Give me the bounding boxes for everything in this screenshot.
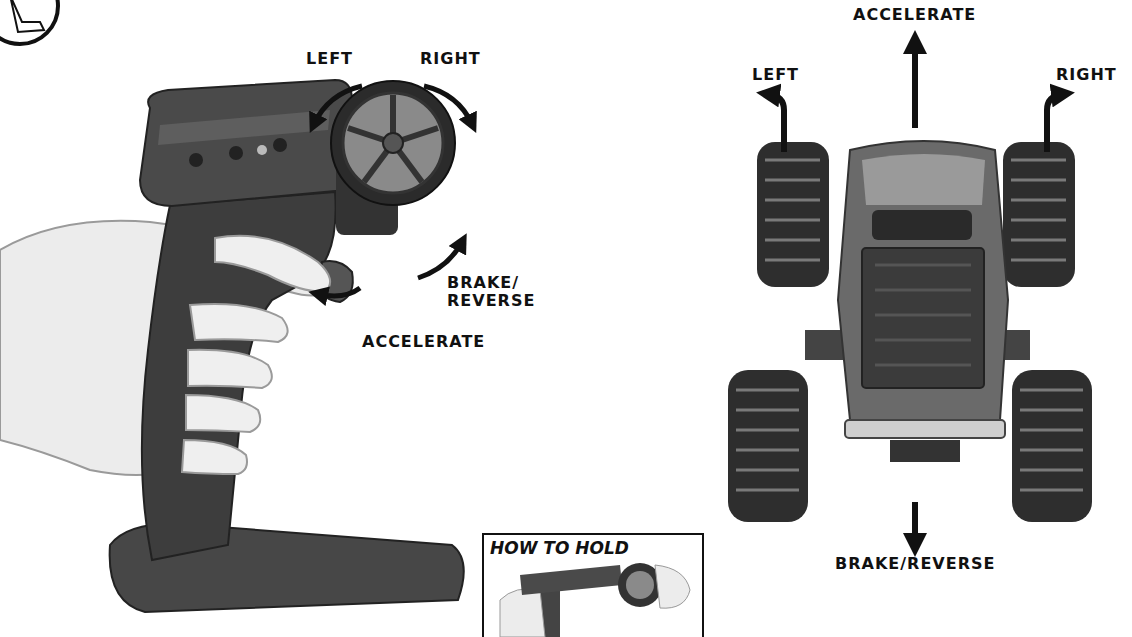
tire bbox=[728, 370, 808, 522]
down-arrow bbox=[912, 502, 918, 545]
direction-label: RIGHT bbox=[1056, 66, 1117, 84]
direction-label: LEFT bbox=[306, 50, 353, 68]
direction-label: LEFT bbox=[752, 66, 799, 84]
hood bbox=[862, 154, 985, 205]
icon-ring bbox=[0, 0, 58, 44]
fingers bbox=[182, 236, 330, 474]
accelerate-arrow bbox=[318, 288, 360, 296]
rear-skid bbox=[890, 440, 960, 462]
panel bbox=[158, 110, 330, 145]
knob bbox=[189, 153, 203, 167]
knob bbox=[273, 138, 287, 152]
thumb bbox=[215, 236, 330, 292]
motion-arrows bbox=[314, 86, 472, 296]
finger bbox=[182, 440, 247, 474]
tread-lines bbox=[1011, 160, 1066, 260]
step-icon bbox=[0, 0, 58, 44]
steering-wheel bbox=[331, 81, 455, 205]
grip bbox=[142, 192, 336, 560]
bumper bbox=[845, 420, 1005, 438]
left-arrow bbox=[314, 86, 362, 124]
inset-hand bbox=[655, 565, 690, 608]
knob bbox=[229, 146, 243, 160]
inset-frame: HOW TO HOLD bbox=[482, 533, 704, 637]
tread-lines bbox=[736, 390, 799, 490]
inset-photo bbox=[500, 563, 690, 637]
top-housing bbox=[140, 80, 352, 206]
inset-heading: HOW TO HOLD bbox=[484, 535, 635, 560]
direction-label: ACCELERATE bbox=[362, 333, 485, 351]
tread-lines bbox=[1020, 390, 1083, 490]
finger bbox=[190, 304, 288, 342]
wheel-spokes bbox=[348, 95, 438, 182]
direction-label: BRAKE/REVERSE bbox=[835, 555, 995, 573]
left-turn-arrow bbox=[768, 94, 784, 152]
tire bbox=[757, 142, 829, 287]
right-turn-arrow bbox=[1047, 94, 1063, 152]
wheel-face bbox=[343, 93, 443, 193]
inset-hand bbox=[500, 589, 545, 637]
body bbox=[838, 141, 1008, 420]
finger bbox=[186, 395, 260, 432]
right-arrow bbox=[424, 86, 472, 124]
inset-body bbox=[520, 565, 622, 595]
tire bbox=[1012, 370, 1092, 522]
direction-label: ACCELERATE bbox=[853, 6, 976, 24]
tires bbox=[728, 142, 1092, 522]
brake-arrow bbox=[418, 242, 462, 278]
bed-ribs bbox=[875, 265, 971, 365]
direction-label: BRAKE/ REVERSE bbox=[447, 274, 547, 311]
hub bbox=[383, 133, 403, 153]
led bbox=[257, 145, 267, 155]
cab-roof bbox=[872, 210, 972, 240]
truck-bed bbox=[862, 248, 984, 388]
truck bbox=[728, 141, 1092, 522]
truck-arrows bbox=[768, 42, 1063, 545]
icon-controller bbox=[10, 0, 44, 32]
tread-lines bbox=[765, 160, 820, 260]
inset-wheel-face bbox=[626, 571, 654, 599]
finger bbox=[188, 350, 272, 388]
up-arrow bbox=[912, 42, 918, 128]
tire bbox=[1003, 142, 1075, 287]
direction-label: RIGHT bbox=[420, 50, 481, 68]
